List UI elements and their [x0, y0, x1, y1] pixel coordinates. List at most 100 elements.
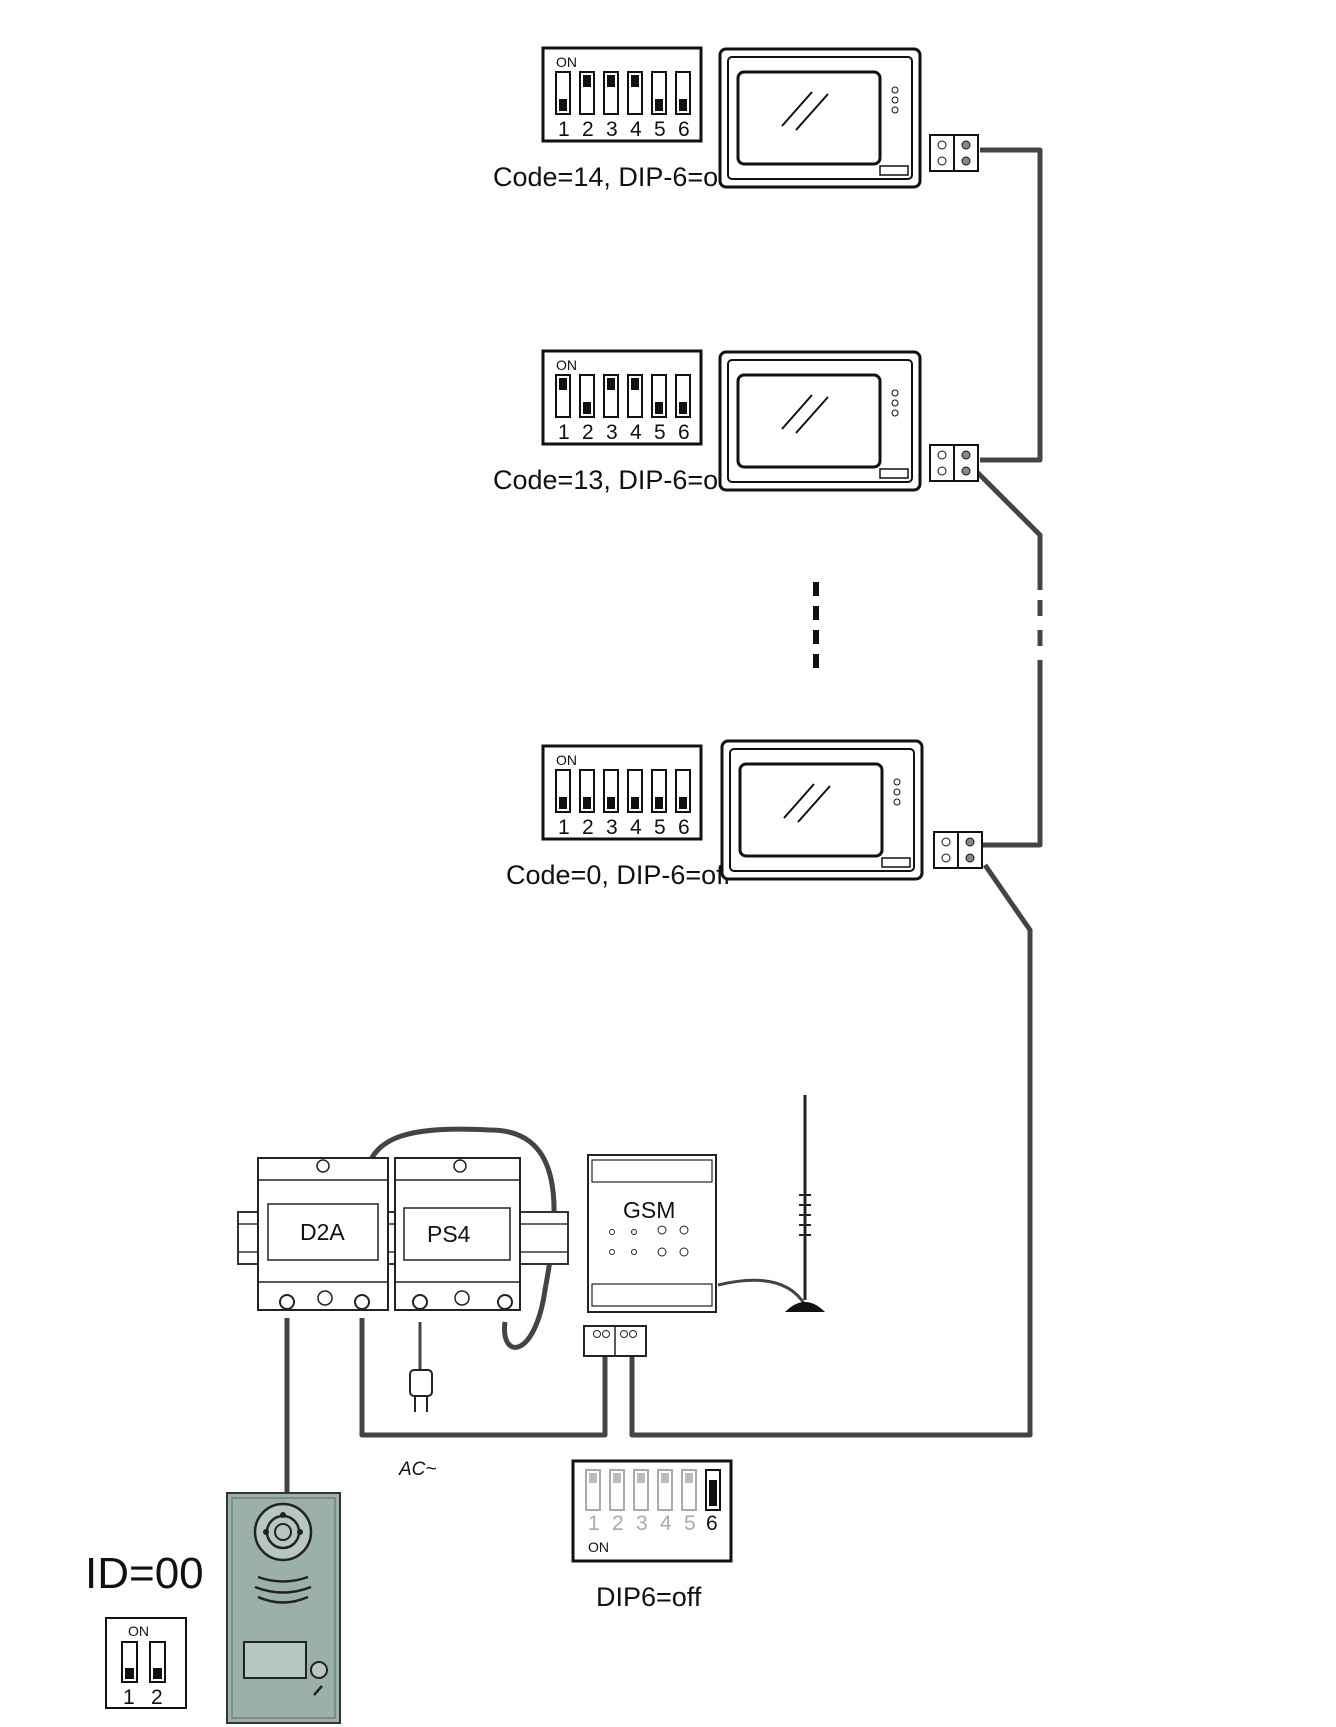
dip-switch-knob [559, 99, 567, 111]
dip-switch-knob [631, 75, 639, 87]
dip-switch-knob [607, 797, 615, 809]
svg-text:1: 1 [123, 1686, 135, 1709]
dip-switch-knob [685, 1473, 693, 1483]
svg-text:4: 4 [630, 816, 642, 839]
svg-text:2: 2 [582, 118, 594, 141]
monitor-screen-unit [718, 47, 922, 189]
svg-text:5: 5 [654, 118, 666, 141]
door-dip-switch: ON 1 2 [105, 1617, 187, 1709]
terminal-block [929, 134, 979, 172]
svg-text:2: 2 [582, 816, 594, 839]
svg-text:6: 6 [678, 118, 690, 141]
wire-monitor-13-down [973, 468, 1043, 590]
svg-text:6: 6 [678, 421, 690, 444]
svg-text:4: 4 [660, 1512, 672, 1535]
speaker-grille-icon [254, 1575, 312, 1604]
svg-text:3: 3 [636, 1512, 648, 1535]
d2a-module: D2A [257, 1157, 389, 1311]
dip-switch-knob [583, 797, 591, 809]
dip-on-label: ON [556, 752, 577, 768]
svg-text:1: 1 [558, 421, 570, 444]
svg-text:2: 2 [582, 421, 594, 444]
dip-switch-knob [709, 1480, 717, 1506]
dip-switch-knob [559, 797, 567, 809]
svg-text:3: 3 [606, 816, 618, 839]
monitor-code-caption: Code=13, DIP-6=off [493, 465, 733, 495]
camera-icon [253, 1502, 313, 1562]
gsm-dip-caption: DIP6=off [596, 1582, 702, 1612]
call-button-icon [310, 1661, 328, 1679]
dip-switch-knob [655, 402, 663, 414]
gsm-module: GSM [583, 1154, 717, 1357]
gsm-dip-switch: 1 2 3 4 5 6 ON [571, 1459, 733, 1563]
gsm-antenna [785, 1095, 825, 1312]
svg-text:1: 1 [558, 816, 570, 839]
door-station-panel [226, 1492, 341, 1724]
dip-switch-knob [637, 1473, 645, 1483]
dip-switch-knob [607, 75, 615, 87]
monitor-code-caption: Code=0, DIP-6=off [506, 860, 731, 890]
dip-switch-row [555, 71, 691, 115]
svg-text:3: 3 [606, 421, 618, 444]
svg-text:4: 4 [630, 421, 642, 444]
dip-switch-knob [631, 378, 639, 390]
bus-wires [284, 147, 1043, 1500]
wire-antenna-cable [717, 1278, 807, 1306]
dip-number-row: 1 2 3 4 5 6 [588, 1512, 718, 1535]
dip-on-label: ON [588, 1539, 609, 1555]
svg-text:5: 5 [654, 816, 666, 839]
dip-switch-row [555, 769, 691, 813]
more-monitors-ellipsis [813, 582, 819, 668]
svg-text:2: 2 [151, 1686, 163, 1709]
name-plate [243, 1641, 307, 1679]
wire-d2a-to-gsm [359, 1318, 608, 1438]
wire-monitor-14-to-13 [980, 147, 1043, 463]
svg-text:1: 1 [558, 118, 570, 141]
dip-number-row: 1 2 3 4 5 6 [558, 421, 690, 444]
dip-switch-knob [679, 797, 687, 809]
svg-text:3: 3 [606, 118, 618, 141]
power-plug [409, 1369, 433, 1412]
monitor-screen-unit [720, 739, 924, 881]
dip-on-label: ON [556, 357, 577, 373]
dip-switch-row [555, 374, 691, 418]
wire-monitor-0-to-gsm [629, 863, 1033, 1438]
monitor-code-caption: Code=14, DIP-6=off [493, 162, 733, 192]
dip-number-row: 1 2 3 4 5 6 [558, 118, 690, 141]
dip-switch-knob [589, 1473, 597, 1483]
svg-text:4: 4 [630, 118, 642, 141]
dip-switch-knob [613, 1473, 621, 1483]
dip-switch-knob [679, 99, 687, 111]
gsm-label: GSM [623, 1197, 675, 1223]
svg-text:5: 5 [654, 421, 666, 444]
dip-switch-knob [679, 402, 687, 414]
dip-switch-knob [583, 75, 591, 87]
monitor-unit-code-14: ON 1 2 3 4 5 6 Code=14, DIP-6=off [493, 46, 979, 192]
monitor-screen-unit [718, 350, 922, 492]
dip-switch-knob [661, 1473, 669, 1483]
dip-switch-knob [655, 797, 663, 809]
dip-switch-knob [631, 797, 639, 809]
ac-label: AC~ [398, 1459, 437, 1480]
svg-text:5: 5 [684, 1512, 696, 1535]
ps4-module: PS4 [394, 1157, 521, 1311]
door-id-label: ID=00 [85, 1549, 204, 1598]
svg-text:2: 2 [612, 1512, 624, 1535]
wire-ps4-to-d2a [362, 1126, 557, 1350]
svg-text:6: 6 [706, 1512, 718, 1535]
dip-switch-knob [559, 378, 567, 390]
dip-switch-knob [607, 378, 615, 390]
wire-up-to-monitor-0 [980, 660, 1043, 848]
ps4-label: PS4 [427, 1221, 471, 1247]
dip-switch-knob [583, 402, 591, 414]
dip-number-row: 1 2 3 4 5 6 [558, 816, 690, 839]
dip-switch-row [585, 1469, 721, 1511]
monitor-unit-code-13: ON 1 2 3 4 5 6 Code=13, DIP-6=off [493, 349, 979, 495]
terminal-block [929, 444, 979, 482]
d2a-label: D2A [300, 1219, 345, 1245]
dip-switch-knob [655, 99, 663, 111]
svg-text:6: 6 [678, 816, 690, 839]
terminal-block [933, 831, 983, 869]
dip-on-label: ON [128, 1623, 149, 1639]
